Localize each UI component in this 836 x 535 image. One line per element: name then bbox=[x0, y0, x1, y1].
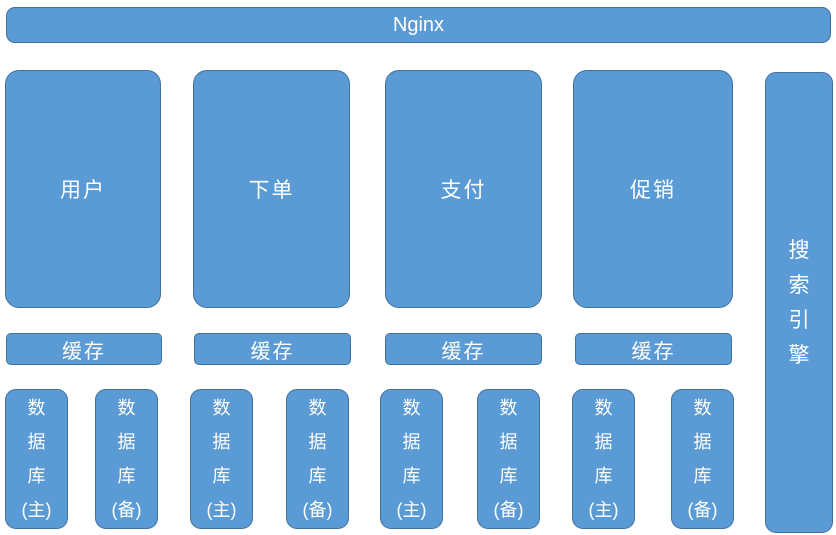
database-primary-payment: 数 据 库 (主) bbox=[380, 389, 443, 529]
cache-box-order: 缓存 bbox=[194, 333, 351, 365]
search-engine-box: 搜 索 引 擎 bbox=[765, 72, 833, 533]
database-backup-user: 数 据 库 (备) bbox=[95, 389, 158, 529]
database-backup-promotion: 数 据 库 (备) bbox=[671, 389, 734, 529]
database-backup-payment: 数 据 库 (备) bbox=[477, 389, 540, 529]
database-primary-order: 数 据 库 (主) bbox=[190, 389, 253, 529]
cache-box-user: 缓存 bbox=[6, 333, 162, 365]
service-box-user: 用户 bbox=[5, 70, 161, 308]
nginx-gateway-box: Nginx bbox=[6, 7, 831, 43]
database-primary-user: 数 据 库 (主) bbox=[5, 389, 68, 529]
service-box-promotion: 促销 bbox=[573, 70, 733, 308]
cache-box-promotion: 缓存 bbox=[575, 333, 732, 365]
cache-box-payment: 缓存 bbox=[385, 333, 542, 365]
service-box-order: 下单 bbox=[193, 70, 350, 308]
service-box-payment: 支付 bbox=[385, 70, 542, 308]
database-backup-order: 数 据 库 (备) bbox=[286, 389, 349, 529]
database-primary-promotion: 数 据 库 (主) bbox=[572, 389, 635, 529]
